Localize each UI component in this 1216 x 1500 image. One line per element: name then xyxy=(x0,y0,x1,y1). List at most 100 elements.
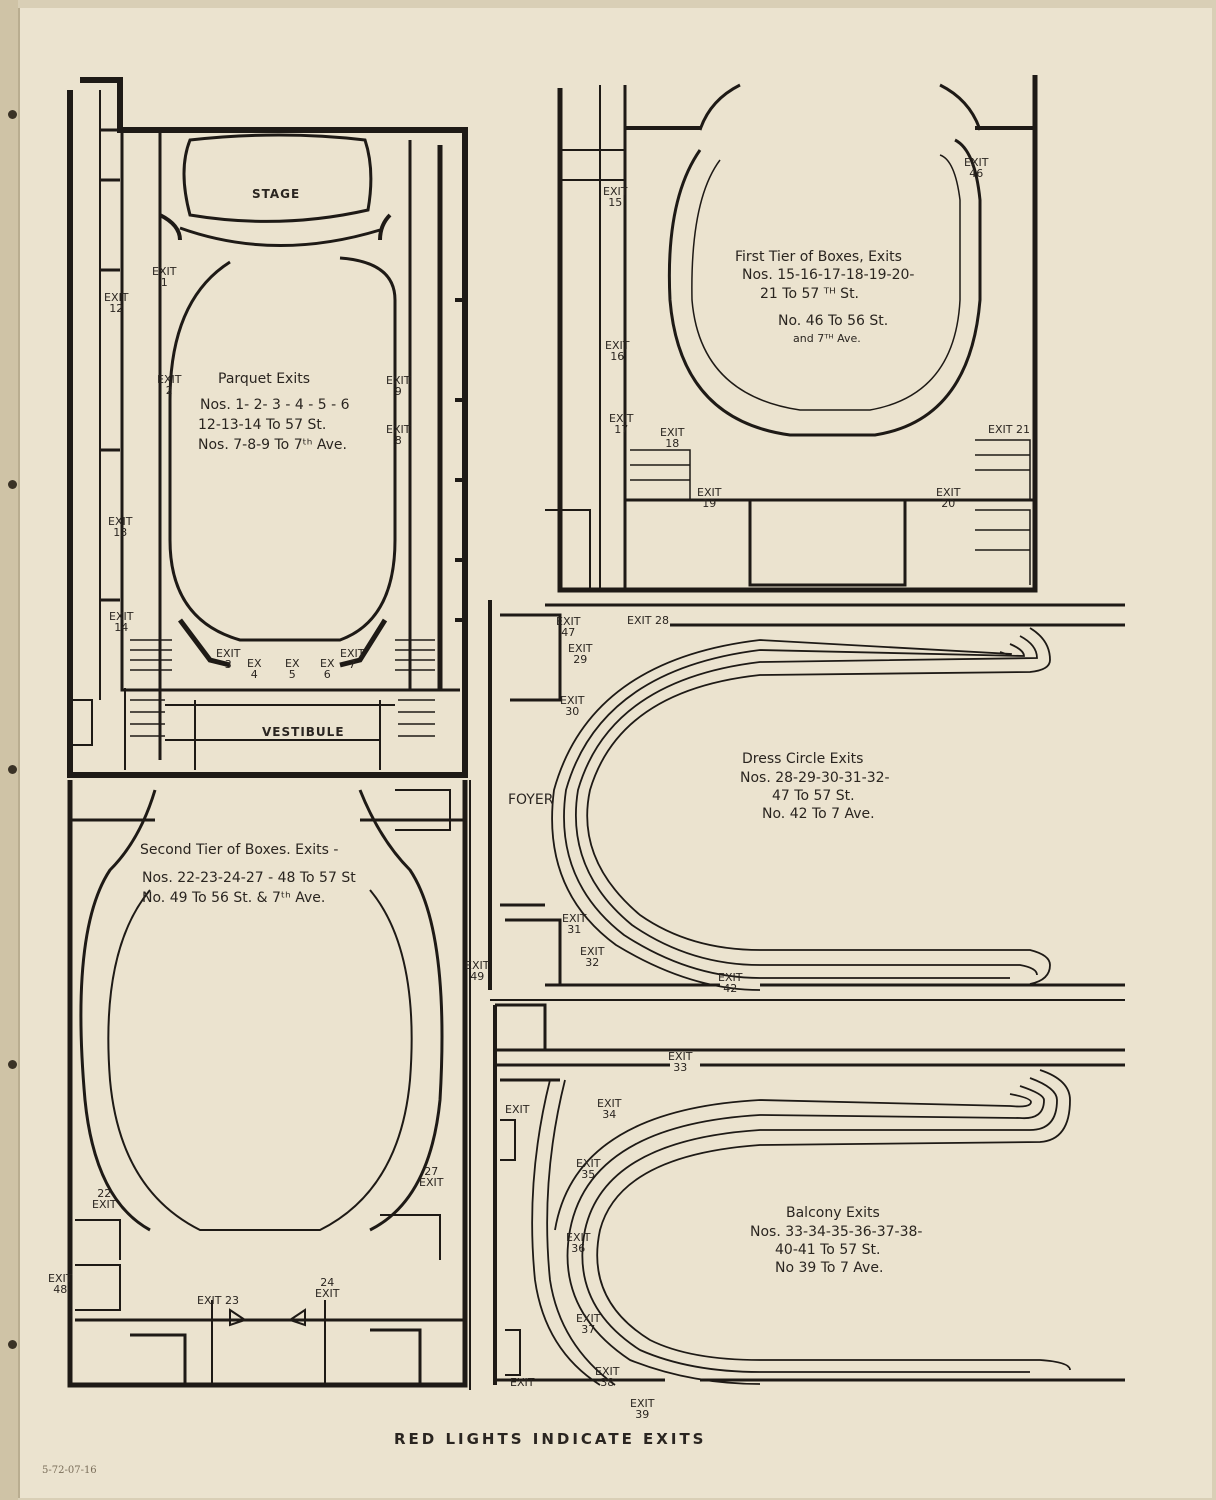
legend-title: First Tier of Boxes, Exits xyxy=(735,249,902,265)
footer-caption: RED LIGHTS INDICATE EXITS xyxy=(394,1430,707,1448)
exit-marker-text: EXIT xyxy=(340,647,365,660)
exit-marker-text: 46 xyxy=(969,167,984,180)
exit-marker-text: 2 xyxy=(165,384,173,397)
exit-marker-text: EXIT xyxy=(988,423,1013,436)
exit-marker-text: 7 xyxy=(348,658,356,671)
exit-marker-text: 18 xyxy=(665,437,680,450)
exit-marker-text: 31 xyxy=(567,923,582,936)
exit-marker-text: EXIT xyxy=(597,1097,622,1110)
exit-marker-text: 22 xyxy=(97,1187,112,1200)
exit-marker-text: 48 xyxy=(53,1283,68,1296)
foyer-label: FOYER xyxy=(508,792,554,808)
exit-marker-text: 5 xyxy=(288,668,296,681)
exit-marker-text: EX xyxy=(320,657,335,670)
exit-marker: EXIT xyxy=(510,1376,535,1389)
exit-marker-text: EXIT xyxy=(157,373,182,386)
exit-marker-text: EXIT xyxy=(216,647,241,660)
exit-marker-text: EXIT xyxy=(568,642,593,655)
exit-marker-text: 19 xyxy=(702,497,717,510)
exit-marker-text: EXIT xyxy=(465,959,490,972)
exit-marker-text: 9 xyxy=(394,385,402,398)
exit-marker-text: 15 xyxy=(608,196,623,209)
exit-marker: EXIT xyxy=(505,1103,530,1116)
exit-marker-text: EXIT xyxy=(562,912,587,925)
exit-marker-text: 23 xyxy=(224,1294,239,1307)
exit-marker-text: 32 xyxy=(585,956,600,969)
exit-marker-text: EXIT xyxy=(576,1312,601,1325)
exit-marker-text: 39 xyxy=(635,1408,650,1421)
exit-marker-text: 27 xyxy=(424,1165,439,1178)
binding-hole xyxy=(8,1340,17,1349)
legend-line: Nos. 33-34-35-36-37-38- xyxy=(750,1224,923,1240)
exit-marker-text: 14 xyxy=(114,621,129,634)
legend-line: No 39 To 7 Ave. xyxy=(775,1260,884,1276)
exit-marker-text: 6 xyxy=(323,668,331,681)
second-tier-plan xyxy=(67,780,468,1388)
exit-marker-text: EXIT xyxy=(109,610,134,623)
binding-hole xyxy=(8,765,17,774)
binding-hole xyxy=(8,480,17,489)
parquet-plan xyxy=(67,77,468,778)
exit-marker-text: EXIT xyxy=(566,1231,591,1244)
exit-marker-text: EXIT xyxy=(48,1272,73,1285)
exit-marker-text: EX xyxy=(247,657,262,670)
exit-marker-text: 17 xyxy=(614,423,629,436)
exit-marker-text: EXIT xyxy=(936,486,961,499)
legend-line: No. 49 To 56 St. & 7ᵗʰ Ave. xyxy=(142,890,326,906)
exit-marker-text: EXIT xyxy=(152,265,177,278)
legend-line: Nos. 28-29-30-31-32- xyxy=(740,770,890,786)
exit-marker-text: 47 xyxy=(561,626,576,639)
legend-line: Nos. 15-16-17-18-19-20- xyxy=(742,267,915,283)
exit-marker-text: 24 xyxy=(320,1276,335,1289)
exit-marker-text: EXIT xyxy=(630,1397,655,1410)
exit-marker-text: 21 xyxy=(1015,423,1030,436)
exit-marker-text: EXIT xyxy=(580,945,605,958)
exit-marker-text: 42 xyxy=(723,982,738,995)
exit-marker-text: 33 xyxy=(673,1061,688,1074)
exit-marker-text: 35 xyxy=(581,1168,596,1181)
exit-marker-text: EXIT xyxy=(603,185,628,198)
exit-marker-text: EXIT xyxy=(660,426,685,439)
exit-marker-text: 3 xyxy=(224,658,232,671)
exit-marker-text: EXIT xyxy=(605,339,630,352)
exit-marker-text: EXIT xyxy=(627,614,652,627)
exit-marker-text: EXIT xyxy=(108,515,133,528)
exit-marker-text: EXIT xyxy=(386,423,411,436)
exit-marker: EXIT 28 xyxy=(627,615,669,626)
exit-marker-text: EXIT xyxy=(560,694,585,707)
exit-marker-text: 1 xyxy=(160,276,168,289)
exit-marker-text: EX xyxy=(285,657,300,670)
pencil-annotation: 5-72-07-16 xyxy=(42,1465,97,1476)
exit-marker-text: 13 xyxy=(113,526,128,539)
dress-circle-plan xyxy=(488,600,1125,991)
exit-marker-text: EXIT xyxy=(964,156,989,169)
exit-marker-text: EXIT xyxy=(697,486,722,499)
legend-line: No. 46 To 56 St. xyxy=(778,313,889,329)
